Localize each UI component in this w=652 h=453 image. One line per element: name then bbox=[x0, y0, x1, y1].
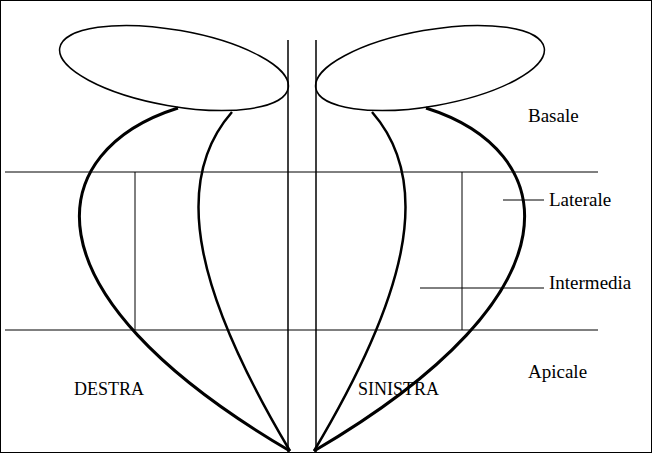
leader-line bbox=[503, 200, 544, 201]
zone-label: SINISTRA bbox=[358, 380, 439, 400]
zone-divider bbox=[462, 172, 463, 330]
zone-divider bbox=[135, 172, 136, 330]
zone-label: Laterale bbox=[549, 190, 611, 211]
zone-label: Intermedia bbox=[549, 273, 631, 294]
right-lobe-inner bbox=[314, 112, 406, 451]
zone-label: Apicale bbox=[528, 362, 587, 383]
midline-right bbox=[315, 40, 317, 453]
midline-left bbox=[287, 40, 289, 453]
zone-line bbox=[5, 330, 598, 331]
leader-line bbox=[420, 288, 544, 289]
left-lobe-inner bbox=[198, 112, 290, 451]
zone-label: Basale bbox=[528, 106, 579, 127]
zone-label: DESTRA bbox=[74, 380, 144, 400]
zone-line bbox=[5, 172, 598, 173]
left-lobe-outer bbox=[79, 108, 290, 451]
right-lobe-outer bbox=[314, 108, 525, 451]
